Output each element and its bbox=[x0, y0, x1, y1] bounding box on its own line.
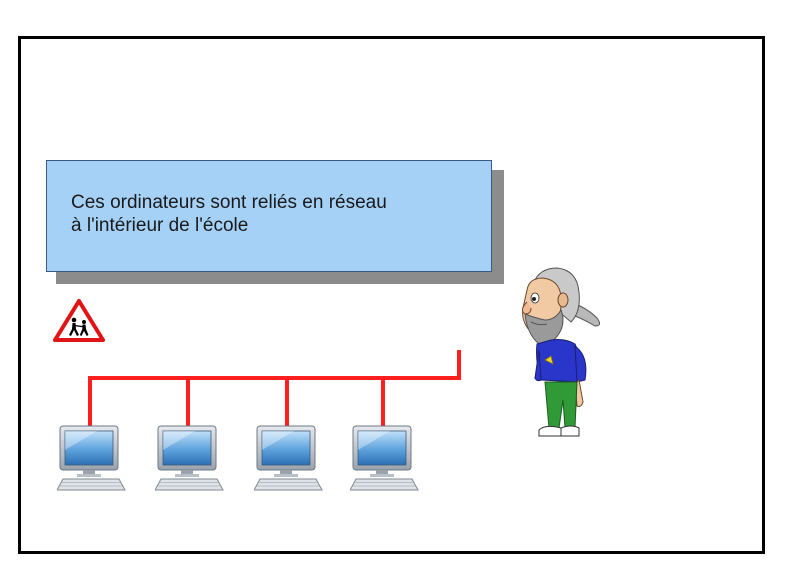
desktop-computer-icon bbox=[155, 425, 224, 491]
caption-box: Ces ordinateurs sont reliés en réseau à … bbox=[46, 160, 492, 272]
caption-line-2: à l'intérieur de l'école bbox=[71, 215, 249, 236]
school-crossing-warning-sign-icon bbox=[53, 299, 105, 342]
cartoon-bearded-man-icon bbox=[521, 267, 601, 437]
desktop-computer-icon bbox=[57, 425, 126, 491]
desktop-computer-icon bbox=[350, 425, 419, 491]
desktop-computer-icon bbox=[254, 425, 323, 491]
caption-line-1: Ces ordinateurs sont reliés en réseau bbox=[71, 192, 387, 213]
